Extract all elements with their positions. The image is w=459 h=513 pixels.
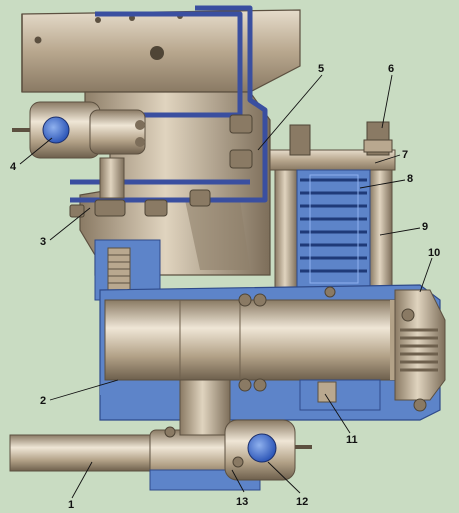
callout-10: 10 [428,247,440,259]
main-housing [99,284,441,421]
callout-7: 7 [402,149,408,161]
callout-11: 11 [346,434,358,446]
callout-12: 12 [296,496,308,508]
callout-3: 3 [40,236,46,248]
callout-6: 6 [388,63,394,75]
callout-1: 1 [68,499,74,511]
bellows-housing [269,121,396,291]
upper-ball-joint [12,101,146,199]
callout-labels: 1 2 3 4 5 6 7 8 9 10 11 12 13 [10,63,440,511]
bracket-bolts [69,114,253,218]
callout-4: 4 [10,161,17,173]
callout-13: 13 [236,496,248,508]
callout-9: 9 [422,221,428,233]
leader-lines [19,74,433,499]
frame-beam [21,9,301,93]
end-cap-coil [394,289,446,412]
callout-5: 5 [318,63,324,75]
callout-8: 8 [407,173,413,185]
lower-arm [9,379,312,491]
callout-2: 2 [40,395,46,407]
